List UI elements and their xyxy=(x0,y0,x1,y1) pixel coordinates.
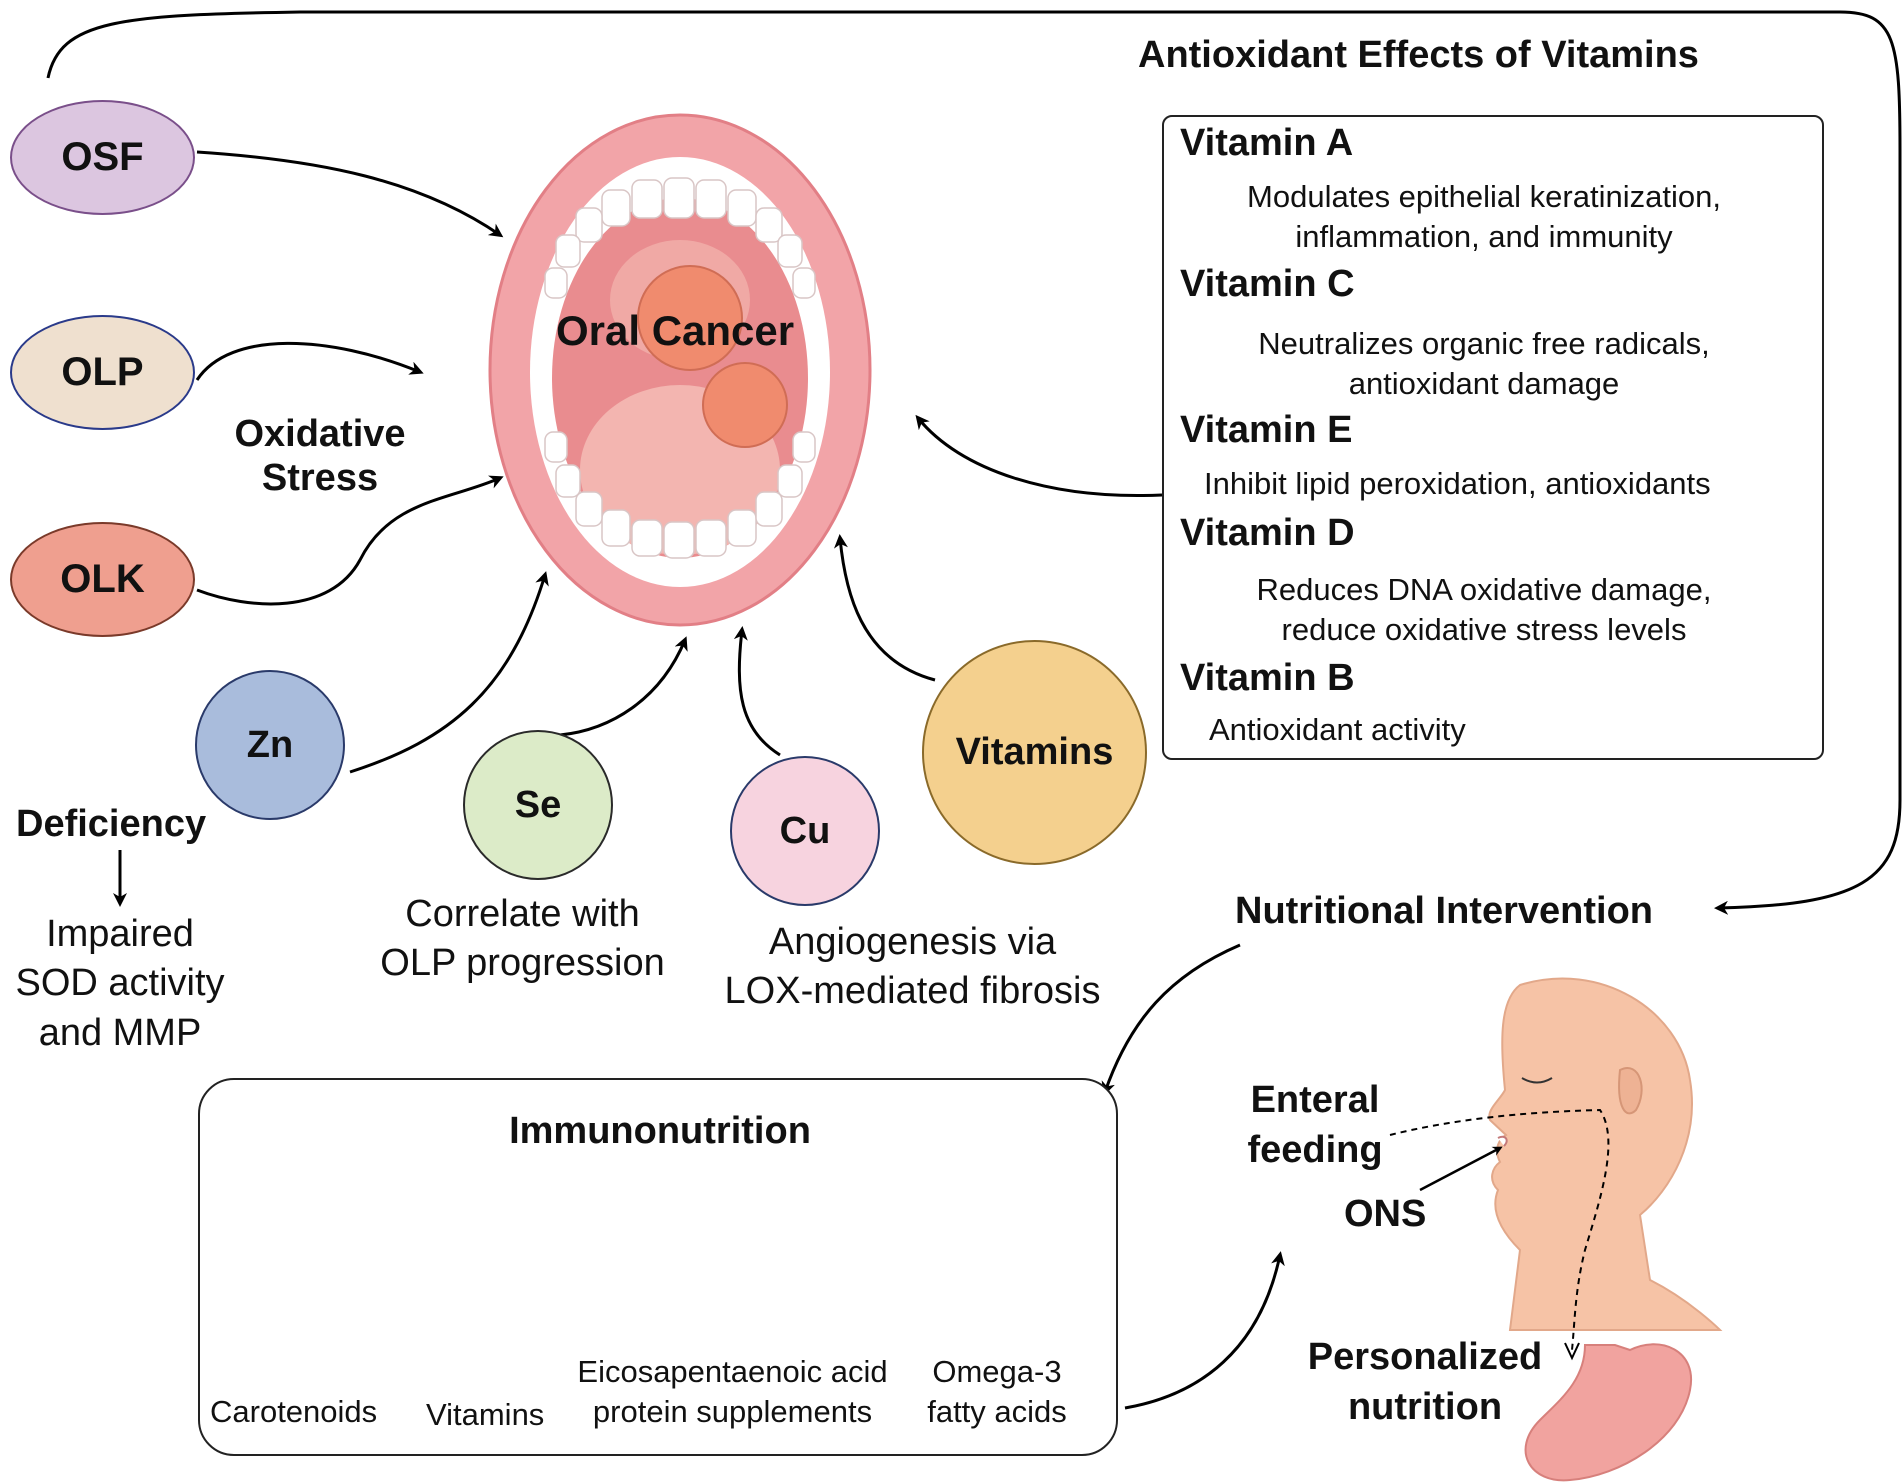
immunonutrition-panel: Immunonutrition Carotenoids Vitamins Eic… xyxy=(198,1078,1118,1456)
vitamin-e-name: Vitamin E xyxy=(1180,409,1353,451)
vitamin-a-name: Vitamin A xyxy=(1180,122,1354,164)
vitamin-e-desc: Inhibit lipid peroxidation, antioxidants xyxy=(1204,466,1711,501)
vitamin-c-name: Vitamin C xyxy=(1180,263,1355,305)
node-zn: Zn xyxy=(195,670,345,820)
vitamin-d-name: Vitamin D xyxy=(1180,512,1355,554)
epa-protein-label: Eicosapentaenoic acid protein supplement… xyxy=(577,1354,888,1430)
vitamin-b-name: Vitamin B xyxy=(1180,657,1355,699)
enteral-feeding-label: Enteral feeding xyxy=(1247,1079,1383,1172)
zn-effect-text: Impaired SOD activity and MMP xyxy=(15,913,225,1054)
upper-teeth xyxy=(544,177,816,299)
node-zn-label: Zn xyxy=(246,723,294,766)
tumor-mass xyxy=(637,265,788,448)
node-olk-label: OLK xyxy=(60,557,145,601)
omega3-label: Omega-3 fatty acids xyxy=(927,1354,1067,1430)
carotenoids-label: Carotenoids xyxy=(210,1394,378,1429)
node-osf-label: OSF xyxy=(61,135,144,179)
se-effect-text: Correlate with OLP progression xyxy=(380,893,665,985)
vitamin-b-desc: Antioxidant activity xyxy=(1209,712,1466,747)
feeding-tube-arrowhead xyxy=(1564,1342,1580,1361)
node-cu: Cu xyxy=(730,756,880,906)
immunonutrition-title: Immunonutrition xyxy=(509,1110,811,1152)
node-se: Se xyxy=(463,730,613,880)
oxidative-stress-label: Oxidative Stress xyxy=(234,413,406,499)
oral-cancer-label: Oral Cancer xyxy=(556,307,795,354)
node-olp-label: OLP xyxy=(61,350,144,394)
cu-effect-text: Angiogenesis via LOX-mediated fibrosis xyxy=(724,921,1101,1013)
open-mouth-illustration xyxy=(488,113,872,627)
deficiency-label: Deficiency xyxy=(16,803,207,845)
lower-teeth xyxy=(544,431,816,559)
vitamin-d-desc: Reduces DNA oxidative damage, reduce oxi… xyxy=(1256,572,1712,648)
feeding-tube-path xyxy=(1389,1108,1610,1351)
vitamin-c-desc: Neutralizes organic free radicals, antio… xyxy=(1258,326,1710,402)
node-se-label: Se xyxy=(514,783,562,826)
node-olp: OLP xyxy=(10,315,195,430)
vitamins-food-label: Vitamins xyxy=(426,1397,545,1432)
node-osf: OSF xyxy=(10,100,195,215)
human-head-illustration xyxy=(1488,977,1723,1331)
node-cu-label: Cu xyxy=(779,809,831,852)
ons-label: ONS xyxy=(1344,1193,1427,1235)
node-vitamins-label: Vitamins xyxy=(955,731,1114,773)
node-olk: OLK xyxy=(10,522,195,637)
antioxidant-panel-title: Antioxidant Effects of Vitamins xyxy=(1138,34,1699,76)
antioxidant-panel: Vitamin A Modulates epithelial keratiniz… xyxy=(1162,115,1824,760)
personalized-nutrition-label: Personalized nutrition xyxy=(1307,1336,1543,1429)
node-vitamins: Vitamins xyxy=(922,640,1147,865)
stomach-illustration xyxy=(1524,1343,1693,1482)
arrows xyxy=(46,10,1902,1410)
vitamin-a-desc: Modulates epithelial keratinization, inf… xyxy=(1247,179,1721,255)
nutritional-intervention-label: Nutritional Intervention xyxy=(1235,890,1653,932)
